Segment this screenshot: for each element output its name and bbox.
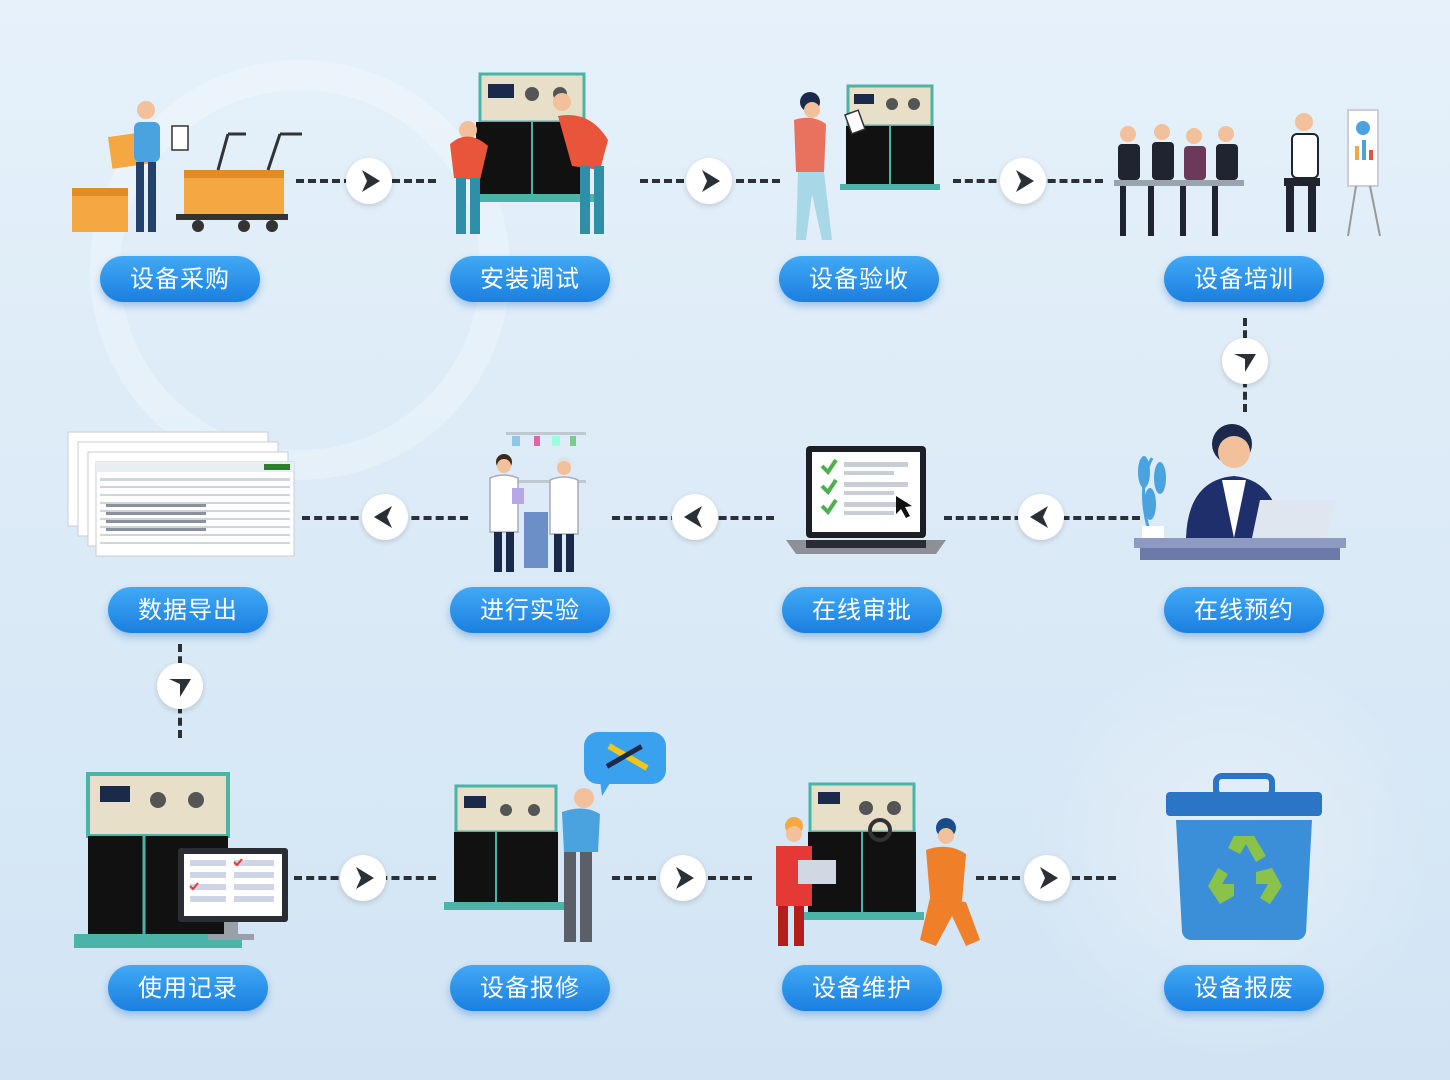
recycle-bin-icon	[1166, 773, 1322, 940]
recycle-symbol-icon	[1208, 836, 1282, 904]
repair-request-icon	[444, 732, 666, 942]
arrow-right-icon	[1024, 855, 1070, 901]
step-label-maintenance[interactable]: 设备维护	[782, 965, 942, 1011]
step-label-training[interactable]: 设备培训	[1164, 256, 1324, 302]
step-label-export[interactable]: 数据导出	[108, 587, 268, 633]
arrow-right-icon	[1000, 158, 1046, 204]
arrow-left-icon	[362, 494, 408, 540]
step-label-reservation[interactable]: 在线预约	[1164, 587, 1324, 633]
step-label-repair[interactable]: 设备报修	[450, 965, 610, 1011]
step-label-purchase[interactable]: 设备采购	[100, 256, 260, 302]
arrow-down-icon	[1222, 338, 1268, 384]
spreadsheet-icon	[67, 431, 295, 557]
step-label-install[interactable]: 安装调试	[450, 256, 610, 302]
step-label-approval[interactable]: 在线审批	[782, 587, 942, 633]
lab-scientists-icon	[489, 432, 586, 572]
step-label-usage[interactable]: 使用记录	[108, 965, 268, 1011]
step-label-acceptance[interactable]: 设备验收	[779, 256, 939, 302]
arrow-left-icon	[1018, 494, 1064, 540]
arrow-left-icon	[672, 494, 718, 540]
arrow-right-icon	[686, 158, 732, 204]
training-audience-icon	[1114, 109, 1381, 237]
arrow-right-icon	[346, 158, 392, 204]
laptop-checklist-icon	[786, 446, 946, 554]
procurement-cart-icon	[72, 101, 302, 232]
arrow-down-icon	[157, 663, 203, 709]
arrow-right-icon	[660, 855, 706, 901]
wrench-screwdriver-icon	[605, 743, 649, 771]
installation-icon	[450, 72, 608, 234]
step-label-scrap[interactable]: 设备报废	[1164, 965, 1324, 1011]
online-booking-icon	[1134, 424, 1346, 560]
step-label-experiment[interactable]: 进行实验	[450, 587, 610, 633]
usage-record-monitor-icon	[74, 772, 288, 948]
inspection-clipboard-icon	[794, 84, 940, 240]
maintenance-workers-icon	[776, 782, 980, 946]
arrow-right-icon	[340, 855, 386, 901]
